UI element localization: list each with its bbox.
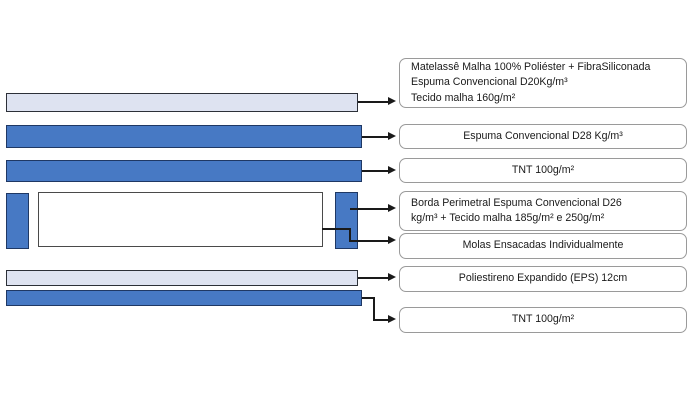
perimeter-border-left <box>6 193 29 249</box>
label-perimeter-border-line-2: kg/m³ + Tecido malha 185g/m² e 250g/m² <box>411 212 605 224</box>
perimeter-border-right <box>335 192 358 249</box>
arrowhead-quilt-top <box>388 97 396 105</box>
label-pocket-springs-line-1: Molas Ensacadas Individualmente <box>462 239 624 252</box>
arrowhead-foam-d28 <box>388 132 396 140</box>
pocket-spring-core <box>38 192 323 247</box>
connector-eps-base <box>358 277 390 279</box>
connector-foam-d28 <box>362 136 390 138</box>
label-quilt-top-line-3: Tecido malha 160g/m² <box>411 91 516 104</box>
label-perimeter-border: Borda Perimetral Espuma Convencional D26… <box>399 191 687 231</box>
arrowhead-perimeter-border <box>388 204 396 212</box>
label-tnt-upper: TNT 100g/m² <box>399 158 687 183</box>
connector-tnt-bottom-segment-3 <box>373 319 390 321</box>
label-eps-base-line-1: Poliestireno Expandido (EPS) 12cm <box>458 272 628 285</box>
connector-springs-segment-3 <box>349 240 390 242</box>
label-pocket-springs: Molas Ensacadas Individualmente <box>399 233 687 259</box>
connector-quilt-top <box>358 101 390 103</box>
quilt-top-layer <box>6 93 358 112</box>
label-foam-d28-line-1: Espuma Convencional D28 Kg/m³ <box>463 129 623 142</box>
tnt-upper-layer <box>6 160 362 182</box>
connector-tnt-bottom-segment-2 <box>373 297 375 321</box>
label-quilt-top-line-2: Espuma Convencional D20Kg/m³ <box>411 76 568 89</box>
arrowhead-tnt-bottom <box>388 315 396 323</box>
label-quilt-top-line-1: Matelassê Malha 100% Poliéster + FibraSi… <box>411 61 651 74</box>
arrowhead-eps-base <box>388 273 396 281</box>
label-tnt-bottom: TNT 100g/m² <box>399 307 687 333</box>
label-perimeter-border-line-1: Borda Perimetral Espuma Convencional D26 <box>411 196 622 209</box>
tnt-bottom-layer <box>6 290 362 306</box>
label-quilt-top: Matelassê Malha 100% Poliéster + FibraSi… <box>399 58 687 108</box>
connector-tnt-upper <box>362 170 390 172</box>
connector-perimeter-border <box>350 208 390 210</box>
arrowhead-tnt-upper <box>388 166 396 174</box>
eps-base-layer <box>6 270 358 286</box>
connector-springs-segment-1 <box>322 228 351 230</box>
connector-springs-segment-2 <box>349 228 351 242</box>
label-eps-base: Poliestireno Expandido (EPS) 12cm <box>399 266 687 292</box>
label-foam-d28: Espuma Convencional D28 Kg/m³ <box>399 124 687 149</box>
foam-d28-layer <box>6 125 362 148</box>
connector-tnt-bottom-segment-1 <box>362 297 374 299</box>
label-tnt-upper-line-1: TNT 100g/m² <box>511 163 575 176</box>
label-tnt-bottom-line-1: TNT 100g/m² <box>511 313 575 326</box>
arrowhead-springs <box>388 236 396 244</box>
